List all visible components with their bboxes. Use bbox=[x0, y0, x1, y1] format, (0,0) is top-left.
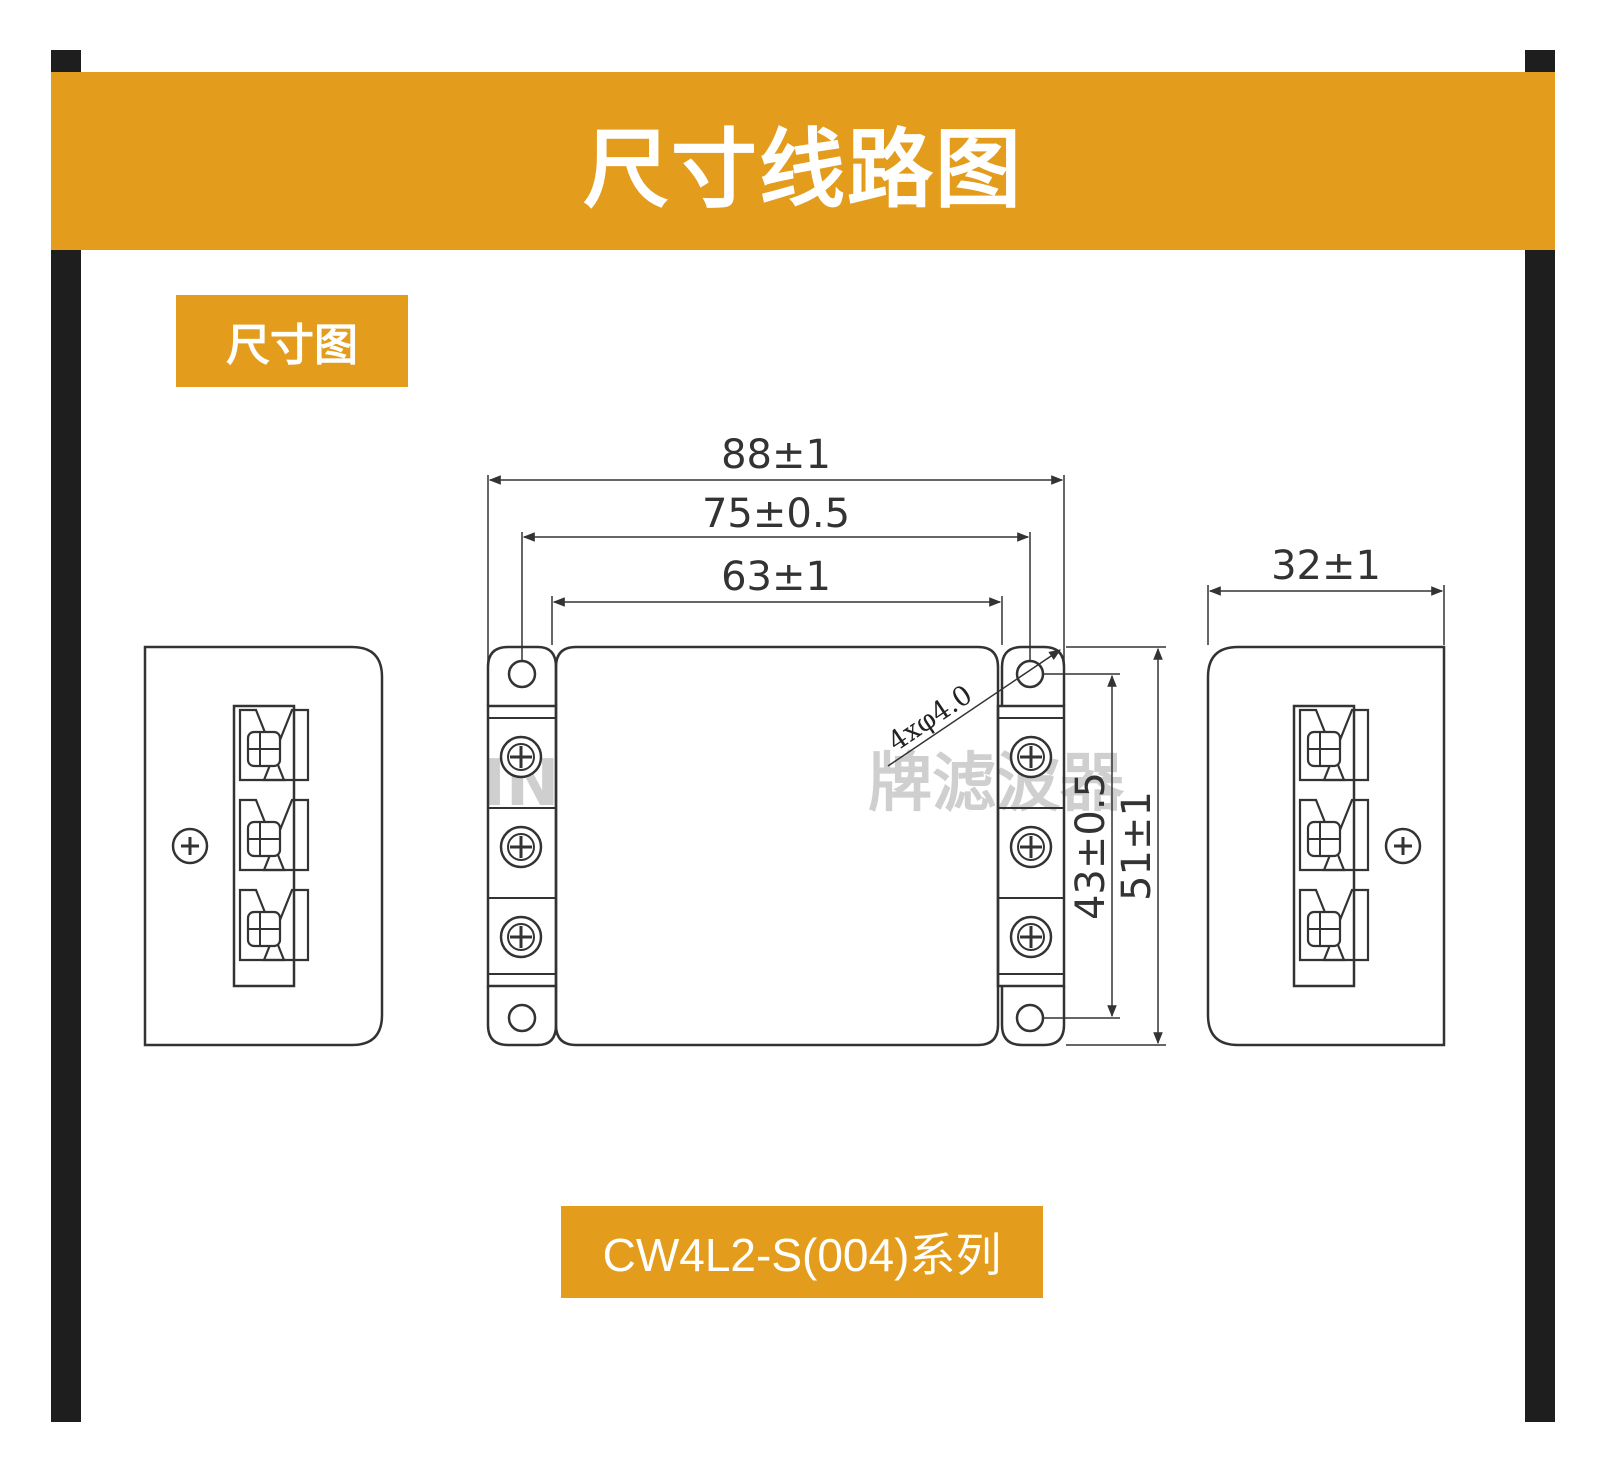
terminal-screw-icon bbox=[1009, 735, 1053, 779]
terminal-screw-icon bbox=[499, 735, 543, 779]
section-label-tag: 尺寸图 bbox=[176, 295, 408, 387]
vertical-dimensions: 43±0.5 51±1 bbox=[1044, 646, 1166, 1046]
terminal-screw-icon bbox=[499, 825, 543, 869]
header-banner: 尺寸线路图 bbox=[51, 72, 1555, 250]
mount-hole-icon bbox=[1015, 659, 1045, 689]
section-label: 尺寸图 bbox=[226, 320, 358, 371]
overall-length-label: 88±1 bbox=[721, 432, 831, 478]
body-length-label: 63±1 bbox=[721, 554, 831, 600]
mount-hole-icon bbox=[507, 659, 537, 689]
left-side-view bbox=[143, 645, 384, 1047]
hole-spacing-x-label: 75±0.5 bbox=[702, 491, 850, 537]
ground-screw-icon bbox=[171, 827, 209, 865]
hole-spacing-y-label: 43±0.5 bbox=[1068, 772, 1114, 920]
terminal-screw-icon bbox=[1009, 825, 1053, 869]
right-side-view: 32±1 bbox=[1206, 543, 1446, 1047]
model-label: CW4L2-S(004)系列 bbox=[602, 1229, 1002, 1281]
mount-hole-icon bbox=[1015, 1003, 1045, 1033]
front-view bbox=[486, 645, 1066, 1047]
right-frame-bar bbox=[1525, 50, 1555, 1422]
page-title: 尺寸线路图 bbox=[583, 119, 1023, 220]
horizontal-dimensions: 88±1 75±0.5 63±1 bbox=[487, 432, 1065, 700]
model-label-tag: CW4L2-S(004)系列 bbox=[561, 1206, 1043, 1298]
terminal-screw-icon bbox=[1009, 915, 1053, 959]
overall-height-label: 51±1 bbox=[1114, 791, 1160, 901]
ground-screw-icon bbox=[1384, 827, 1422, 865]
watermark-right: 牌滤波器 bbox=[868, 747, 1125, 821]
mount-hole-icon bbox=[507, 1003, 537, 1033]
left-frame-bar bbox=[51, 50, 81, 1422]
side-width-label: 32±1 bbox=[1271, 543, 1381, 589]
terminal-screw-icon bbox=[499, 915, 543, 959]
